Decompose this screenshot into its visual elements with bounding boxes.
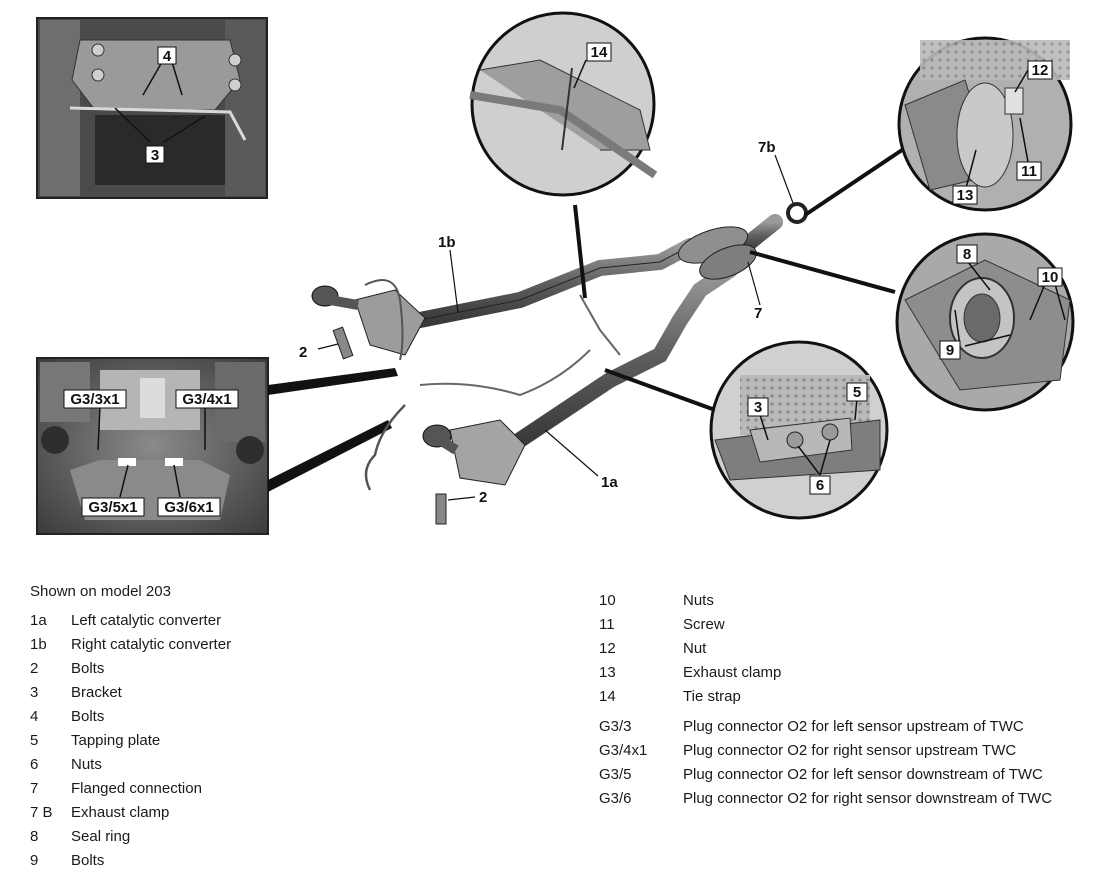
- exhaust-system: [311, 202, 808, 525]
- legend-item: G3/6 Plug connector O2 for right sensor d…: [599, 787, 1052, 811]
- legend-text: Bolts: [71, 708, 105, 725]
- callout-10: 10: [1042, 269, 1059, 286]
- callout-12: 12: [1032, 62, 1049, 79]
- legend-item: G3/3 Plug connector O2 for left sensor up…: [599, 715, 1052, 739]
- callout-14: 14: [591, 44, 608, 61]
- legend-text: Exhaust clamp: [71, 804, 170, 821]
- legend-item: 8 Seal ring: [30, 825, 231, 849]
- legend-item: G3/4x1 Plug connector O2 for right sensor…: [599, 739, 1052, 763]
- exhaust-diagram: 4 3 G3/3x1 G3/4x1 G3/5x1 G3/6x1: [36, 11, 1075, 535]
- legend-item: 2 Bolts: [30, 657, 231, 681]
- legend-text: Screw: [683, 616, 725, 633]
- legend-text: Plug connector O2 for right sensor upstr…: [683, 742, 1017, 759]
- legend-key: 4: [30, 708, 39, 725]
- callout-2-lower: 2: [479, 489, 487, 506]
- legend-text: Left catalytic converter: [71, 612, 222, 629]
- callout-5: 5: [853, 384, 861, 401]
- legend-item: 4 Bolts: [30, 705, 231, 729]
- detail-flanged-connection: 8 10 9: [749, 232, 1075, 412]
- callout-1b: 1b: [438, 234, 456, 251]
- legend-text: Plug connector O2 for left sensor downst…: [683, 766, 1043, 783]
- legend-text: Bolts: [71, 660, 105, 677]
- legend-item: 7 Flanged connection: [30, 777, 231, 801]
- legend-item: 9 Bolts: [30, 849, 231, 873]
- legend-key: 7 B: [30, 804, 53, 821]
- legend-key: G3/3: [599, 718, 632, 735]
- callout-7: 7: [754, 305, 762, 322]
- legend-key: 11: [599, 616, 615, 633]
- legend-right: 10 Nuts 11 Screw 12 Nut 13 Exhaust clamp 14 T…: [599, 589, 1052, 811]
- legend-item: 1b Right catalytic converter: [30, 633, 231, 657]
- legend-key: 12: [599, 640, 616, 657]
- legend-item: 13 Exhaust clamp: [599, 661, 1052, 685]
- label-g3-6x1: G3/6x1: [164, 499, 213, 516]
- legend-text: Right catalytic converter: [71, 636, 232, 653]
- legend-key: 6: [30, 756, 39, 773]
- legend-key: 9: [30, 852, 39, 869]
- legend-text: Tapping plate: [71, 732, 161, 749]
- callout-3-inset: 3: [151, 147, 159, 164]
- legend-text: Nuts: [71, 756, 102, 773]
- callout-9: 9: [946, 342, 954, 359]
- legend-key: 1a: [30, 612, 47, 629]
- callout-4: 4: [163, 48, 172, 65]
- legend-item: 5 Tapping plate: [30, 729, 231, 753]
- legend-text: Tie strap: [683, 688, 741, 705]
- legend-text: Bolts: [71, 852, 105, 869]
- legend-key: G3/5: [599, 766, 632, 783]
- callout-13: 13: [957, 187, 974, 204]
- leader-band-lower: [268, 420, 392, 492]
- label-g3-4x1: G3/4x1: [182, 391, 231, 408]
- callout-7b: 7b: [758, 139, 776, 156]
- legend-key: 13: [599, 664, 616, 681]
- legend-key: 8: [30, 828, 39, 845]
- legend-key: 10: [599, 592, 616, 609]
- legend-text: Nut: [683, 640, 707, 657]
- legend-key: 1b: [30, 636, 47, 653]
- legend-item: 1a Left catalytic converter: [30, 609, 231, 633]
- legend-text: Exhaust clamp: [683, 664, 782, 681]
- legend-text: Plug connector O2 for left sensor upstre…: [683, 718, 1024, 735]
- legend-item: G3/5 Plug connector O2 for left sensor do…: [599, 763, 1052, 787]
- legend-item: 10 Nuts: [599, 589, 1052, 613]
- legend-item: 3 Bracket: [30, 681, 231, 705]
- legend-key: G3/6: [599, 790, 632, 807]
- label-g3-5x1: G3/5x1: [88, 499, 137, 516]
- callout-3: 3: [754, 399, 762, 416]
- legend-key: 7: [30, 780, 39, 797]
- callout-8: 8: [963, 246, 971, 263]
- legend-text: Bracket: [71, 684, 122, 701]
- callout-1a: 1a: [601, 474, 618, 491]
- callout-11: 11: [1021, 163, 1037, 180]
- inset-plug-connectors: G3/3x1 G3/4x1 G3/5x1 G3/6x1: [36, 357, 269, 535]
- legend-item: 11 Screw: [599, 613, 1052, 637]
- inset-underbody-bolts: 4 3: [36, 17, 268, 199]
- callout-6: 6: [816, 477, 824, 494]
- legend-text: Plug connector O2 for right sensor downs…: [683, 790, 1053, 807]
- legend-left: 1a Left catalytic converter 1b Right catal…: [30, 609, 231, 873]
- legend-item: 7 B Exhaust clamp: [30, 801, 231, 825]
- legend-key: G3/4x1: [599, 742, 648, 759]
- label-g3-3x1: G3/3x1: [70, 391, 119, 408]
- legend-text: Nuts: [683, 592, 714, 609]
- legend-key: 14: [599, 688, 616, 705]
- detail-bracket: 3 5 6: [604, 340, 889, 520]
- legend-text: Flanged connection: [71, 780, 202, 797]
- detail-tie-strap: 14: [469, 11, 658, 299]
- legend-key: 2: [30, 660, 39, 677]
- legend-item: 6 Nuts: [30, 753, 231, 777]
- detail-exhaust-clamp: 12 11 13: [803, 36, 1073, 217]
- legend-text: Seal ring: [71, 828, 131, 845]
- legend-key: 3: [30, 684, 39, 701]
- legend-key: 5: [30, 732, 39, 749]
- caption: Shown on model 203: [30, 583, 171, 600]
- legend-item: 14 Tie strap: [599, 685, 1052, 709]
- callout-2-upper: 2: [299, 344, 307, 361]
- leader-band-upper: [268, 368, 398, 395]
- legend-item: 12 Nut: [599, 637, 1052, 661]
